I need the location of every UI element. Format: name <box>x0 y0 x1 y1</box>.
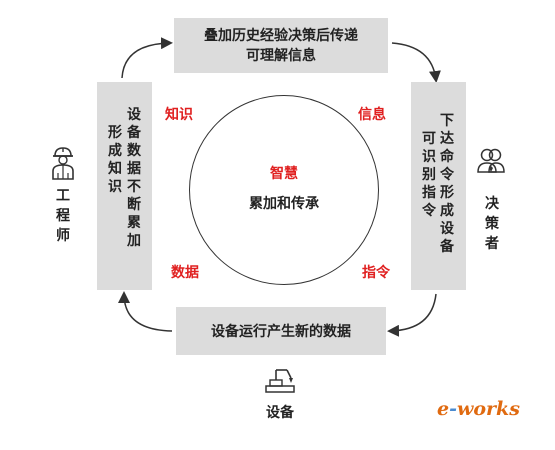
center-text: 累加和传承 <box>249 196 319 212</box>
eworks-logo: e-works <box>437 398 520 420</box>
machine-icon <box>265 369 295 393</box>
right-box-col3: 形成设备 <box>440 185 454 255</box>
label-knowledge: 知识 <box>165 107 193 123</box>
arrow-bottom-to-left <box>118 291 173 332</box>
center-circle <box>189 95 379 285</box>
engineer-label: 工程师 <box>56 188 70 244</box>
bottom-process-box: 设备运行产生新的数据 <box>176 307 386 355</box>
left-box-col2: 形成知识 <box>108 125 122 195</box>
bottom-box-label: 设备运行产生新的数据 <box>211 324 351 340</box>
engineer-icon <box>52 147 74 180</box>
top-process-box: 叠加历史经验决策后传递 可理解信息 <box>174 18 388 73</box>
right-process-box: 下达命令 可识别指令 形成设备 <box>411 82 466 290</box>
equipment-label: 设备 <box>266 405 294 421</box>
arrow-top-to-right <box>391 42 441 83</box>
decision-maker-label: 决策者 <box>485 196 499 252</box>
users-icon <box>477 148 505 173</box>
right-box-col2: 可识别指令 <box>422 131 436 219</box>
left-box-col3: 不断累加 <box>127 179 141 249</box>
top-box-line2: 可理解信息 <box>246 47 316 64</box>
left-process-box: 设备数据 形成知识 不断累加 <box>97 82 152 290</box>
label-information: 信息 <box>358 107 386 123</box>
left-box-col1: 设备数据 <box>127 107 141 177</box>
top-box-line1: 叠加历史经验决策后传递 <box>204 27 358 44</box>
right-box-col1: 下达命令 <box>440 113 454 183</box>
arrow-right-to-bottom <box>387 293 437 337</box>
arrow-left-to-top <box>121 37 173 79</box>
center-highlight: 智慧 <box>270 166 298 182</box>
label-instruction: 指令 <box>362 265 390 281</box>
label-data: 数据 <box>171 265 199 281</box>
